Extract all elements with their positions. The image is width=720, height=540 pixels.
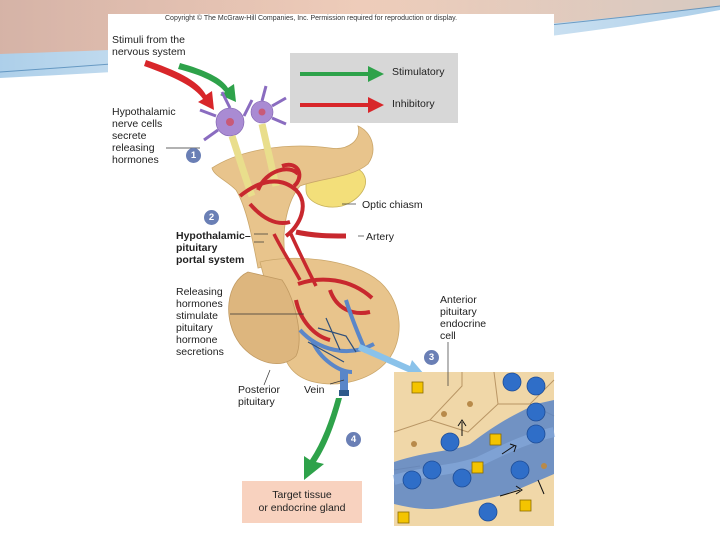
vein-label: Vein <box>304 384 325 396</box>
portal-system-line3: portal system <box>176 254 245 266</box>
hormone-squares <box>397 381 532 524</box>
step-1-badge: 1 <box>186 148 201 163</box>
optic-chiasm-label: Optic chiasm <box>362 199 423 211</box>
neuron-nuclei <box>226 108 266 126</box>
anterior-cell-line2: pituitary <box>440 306 477 318</box>
releasing-stimulate-line5: hormone <box>176 334 218 346</box>
granules <box>411 401 547 469</box>
secretion-arrows <box>457 419 545 497</box>
target-label-line2: or endocrine gland <box>258 502 346 514</box>
legend-inhibitory-label: Inhibitory <box>392 98 435 110</box>
inset-capillary <box>394 400 554 510</box>
neuron-axon <box>228 134 256 198</box>
capillary-network-dark <box>307 317 357 363</box>
leader-lines <box>166 147 449 386</box>
red-blood-cells <box>402 372 546 522</box>
hypothalamic-cells-line4: releasing <box>112 142 155 154</box>
hypothalamic-cells-line2: nerve cells <box>112 118 163 130</box>
hypothalamic-cells-line3: secrete <box>112 130 147 142</box>
legend-stimulatory-arrow <box>300 66 384 82</box>
releasing-stimulate-line4: pituitary <box>176 322 213 334</box>
target-arrow <box>304 398 342 480</box>
legend-stimulatory-label: Stimulatory <box>392 66 445 78</box>
hypothalamus-tissue <box>211 125 374 269</box>
stimuli-stimulatory-arrow <box>178 63 236 102</box>
target-label-line1: Target tissue <box>272 489 332 501</box>
anterior-cell-line4: cell <box>440 330 456 342</box>
portal-system-line2: pituitary <box>176 242 218 254</box>
hypothalamic-cells-line1: Hypothalamic <box>112 106 176 118</box>
releasing-stimulate-line3: stimulate <box>176 310 219 322</box>
copyright-notice: Copyright © The McGraw-Hill Companies, I… <box>165 15 458 22</box>
stimuli-inhibitory-arrow <box>144 60 214 110</box>
artery-label: Artery <box>366 231 395 243</box>
releasing-stimulate-line6: secretions <box>176 346 224 358</box>
stimuli-label-line1: Stimuli from the <box>112 34 185 46</box>
primary-capillary-plexus <box>238 162 305 238</box>
portal-system-line1: Hypothalamic– <box>176 230 251 242</box>
posterior-pituitary-line2: pituitary <box>238 396 275 408</box>
artery <box>295 229 347 239</box>
anterior-cell-inset <box>392 371 556 526</box>
hypothalamic-cells-line5: hormones <box>112 154 159 166</box>
stimuli-label-line2: nervous system <box>112 46 186 58</box>
zoom-arrow <box>358 344 424 378</box>
step-2-badge: 2 <box>204 210 219 225</box>
legend-inhibitory-arrow <box>300 97 384 113</box>
anterior-cell-line3: endocrine <box>440 318 487 330</box>
posterior-pituitary-line1: Posterior <box>238 384 281 396</box>
vein-outlet <box>339 390 349 396</box>
anterior-cell-line1: Anterior <box>440 294 477 306</box>
releasing-stimulate-line1: Releasing <box>176 286 223 298</box>
posterior-pituitary <box>228 271 300 364</box>
target-tissue-box: Target tissue or endocrine gland <box>242 481 362 523</box>
legend-box <box>290 53 458 123</box>
step-4-badge: 4 <box>346 432 361 447</box>
releasing-stimulate-line2: hormones <box>176 298 223 310</box>
step-3-badge: 3 <box>424 350 439 365</box>
